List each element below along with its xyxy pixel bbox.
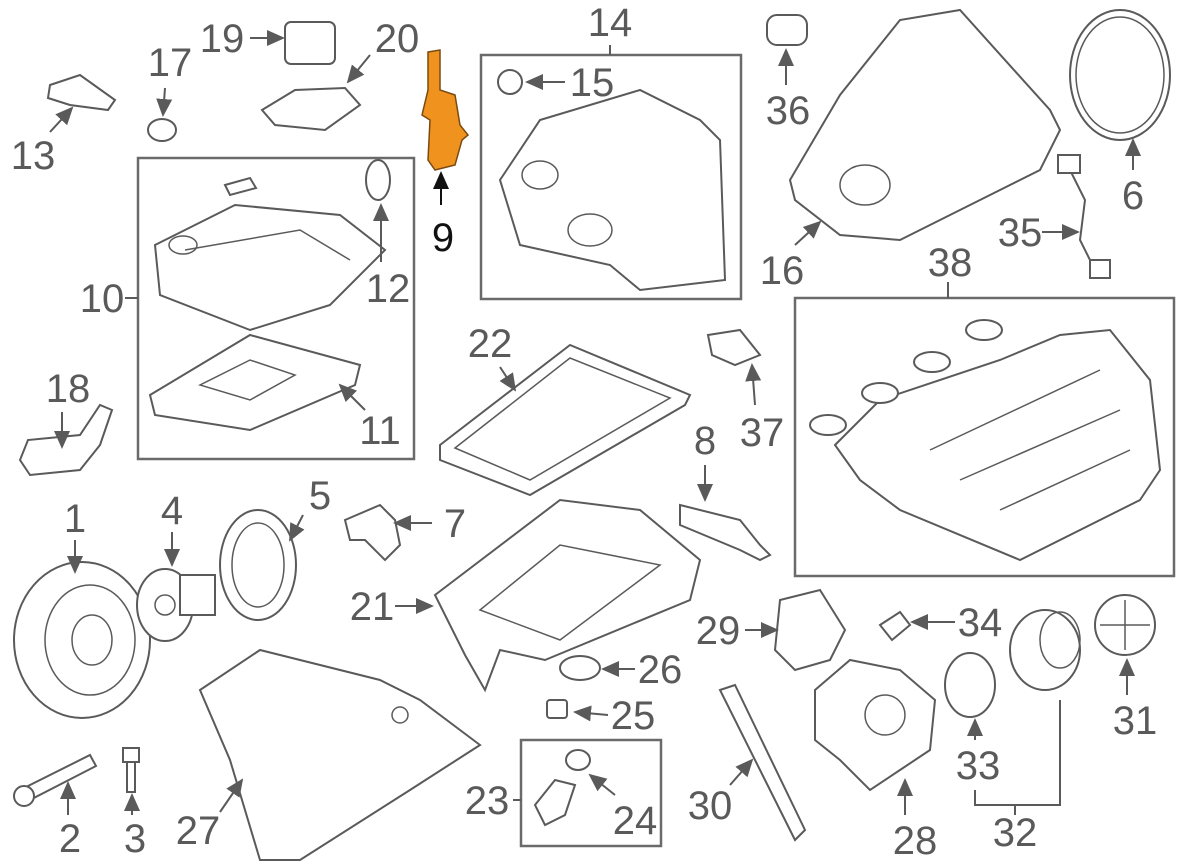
part-13-gasket xyxy=(46,73,117,112)
callout-23[interactable]: 23 xyxy=(465,779,510,823)
callout-3[interactable]: 3 xyxy=(124,817,146,861)
part-12-seal xyxy=(365,159,391,201)
part-3-bolt xyxy=(122,747,140,793)
callout-31[interactable]: 31 xyxy=(1113,699,1158,743)
part-19-valve xyxy=(284,21,336,65)
part-26-washer xyxy=(559,655,601,681)
group-box-intake-manifold xyxy=(793,296,1176,578)
callout-34[interactable]: 34 xyxy=(958,601,1003,645)
part-30-belt xyxy=(718,683,807,842)
callout-25[interactable]: 25 xyxy=(611,694,656,738)
group-box-valve-cover xyxy=(136,156,416,461)
callout-labels: 1 2 3 4 5 6 7 8 9 10 11 12 13 14 15 16 1… xyxy=(11,1,1158,863)
part-20-gasket xyxy=(260,86,362,132)
callout-14[interactable]: 14 xyxy=(588,1,633,45)
part-37-sensor xyxy=(706,328,762,367)
callout-27[interactable]: 27 xyxy=(176,809,221,853)
part-29-cover xyxy=(773,588,847,672)
callout-9[interactable]: 9 xyxy=(432,216,454,260)
callout-17[interactable]: 17 xyxy=(148,41,193,85)
part-23-sensor xyxy=(533,778,577,827)
group-box-oil-sensor xyxy=(519,738,663,848)
part-21-oil-pan xyxy=(433,498,702,693)
callout-28[interactable]: 28 xyxy=(893,819,938,863)
part-27-lower-pan xyxy=(198,648,482,861)
callout-26[interactable]: 26 xyxy=(638,648,683,692)
bracket-32 xyxy=(974,700,1061,806)
part-34-switch xyxy=(878,610,912,642)
part-17-cap xyxy=(147,118,177,142)
callout-33[interactable]: 33 xyxy=(956,744,1001,788)
part-9-highlighted xyxy=(421,49,470,171)
part-22-gasket xyxy=(439,343,692,497)
callout-5[interactable]: 5 xyxy=(309,474,331,518)
part-16-cover xyxy=(788,8,1062,242)
part-36-bushing xyxy=(766,14,808,46)
callout-19[interactable]: 19 xyxy=(200,17,245,61)
callout-2[interactable]: 2 xyxy=(59,817,81,861)
part-18-pipe xyxy=(18,403,114,477)
callout-36[interactable]: 36 xyxy=(766,89,811,133)
callout-30[interactable]: 30 xyxy=(688,784,733,828)
callout-15[interactable]: 15 xyxy=(570,61,615,105)
callout-16[interactable]: 16 xyxy=(760,249,805,293)
part-11-gasket xyxy=(148,333,362,432)
part-35-sensor xyxy=(1057,154,1111,279)
part-28-water-pump xyxy=(814,658,937,792)
part-15-cap xyxy=(497,69,523,95)
part-8-sensor xyxy=(679,503,772,562)
part-10-valve-cover xyxy=(153,176,387,332)
part-4-hub xyxy=(136,568,216,642)
callout-7[interactable]: 7 xyxy=(444,502,466,546)
leader-lines xyxy=(49,30,1141,815)
callout-29[interactable]: 29 xyxy=(696,609,741,653)
part-25-plug xyxy=(546,699,568,719)
part-14-engine-cover xyxy=(498,88,727,292)
callout-6[interactable]: 6 xyxy=(1122,174,1144,218)
part-5-seal xyxy=(219,509,297,621)
callout-35[interactable]: 35 xyxy=(998,211,1043,255)
part-38-intake-manifold xyxy=(809,319,1162,562)
callout-1[interactable]: 1 xyxy=(64,497,86,541)
part-31-filter-cap xyxy=(1094,594,1156,656)
callout-32[interactable]: 32 xyxy=(993,811,1038,855)
part-2-bolt xyxy=(13,753,98,807)
callout-38[interactable]: 38 xyxy=(928,241,973,285)
callout-21[interactable]: 21 xyxy=(350,585,395,629)
callout-4[interactable]: 4 xyxy=(161,489,183,533)
part-33-seal xyxy=(944,652,996,718)
part-24-oring xyxy=(565,749,591,771)
callout-12[interactable]: 12 xyxy=(366,267,411,311)
callout-22[interactable]: 22 xyxy=(468,322,513,366)
callout-20[interactable]: 20 xyxy=(375,17,420,61)
callout-13[interactable]: 13 xyxy=(11,134,56,178)
part-32-oil-filter xyxy=(1009,609,1081,691)
callout-18[interactable]: 18 xyxy=(46,367,91,411)
callout-11[interactable]: 11 xyxy=(359,409,401,453)
callout-24[interactable]: 24 xyxy=(613,799,658,843)
callout-8[interactable]: 8 xyxy=(694,419,716,463)
callout-10[interactable]: 10 xyxy=(80,277,125,321)
part-6-gasket xyxy=(1069,9,1171,141)
callout-37[interactable]: 37 xyxy=(740,411,785,455)
part-1-pulley xyxy=(13,561,151,719)
part-7-sensor xyxy=(343,503,402,562)
